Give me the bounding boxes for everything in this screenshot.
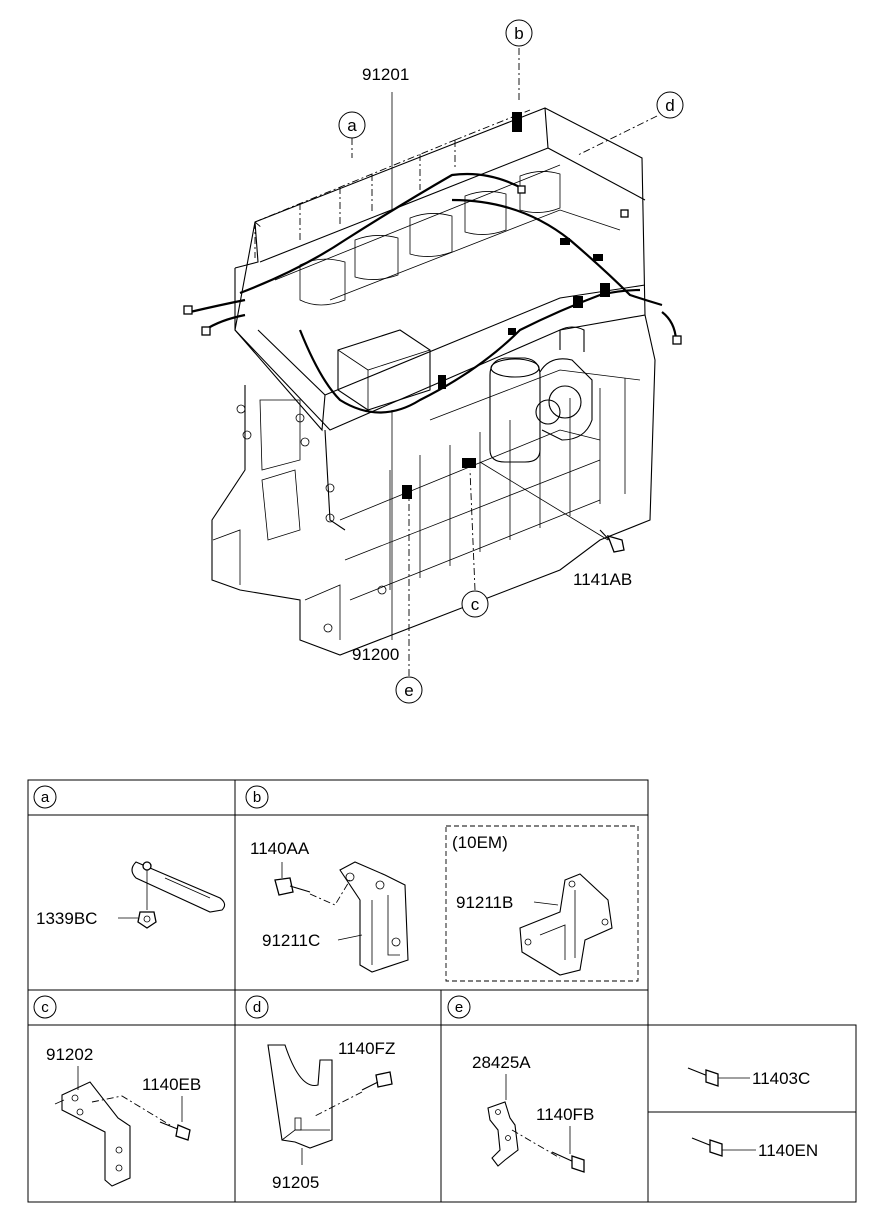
part-number-1141ab: 1141AB bbox=[573, 570, 632, 589]
panel-d-fork-bracket-icon bbox=[267, 1044, 333, 1149]
part-number-28425a: 28425A bbox=[472, 1053, 531, 1072]
svg-text:d: d bbox=[253, 999, 261, 1016]
panel-c-header: c bbox=[33, 995, 57, 1019]
panel-a-strap-icon bbox=[118, 861, 226, 929]
bolt-1140en-icon bbox=[691, 1137, 756, 1157]
detail-table bbox=[27, 779, 857, 1203]
part-number-91201: 91201 bbox=[362, 65, 409, 84]
bolt-1141ab-icon bbox=[599, 529, 625, 553]
panel-b-header: b bbox=[245, 785, 269, 809]
svg-text:e: e bbox=[404, 681, 413, 700]
panel-e-header: e bbox=[447, 995, 471, 1019]
panel-d-bolt-icon bbox=[361, 1071, 393, 1091]
part-number-11403c: 11403C bbox=[752, 1069, 810, 1088]
callout-lines bbox=[254, 48, 658, 676]
callout-c: c bbox=[461, 590, 489, 618]
part-number-91205: 91205 bbox=[272, 1173, 319, 1192]
part-number-1140aa: 1140AA bbox=[250, 839, 310, 858]
part-number-91211c: 91211C bbox=[262, 931, 320, 950]
svg-text:b: b bbox=[253, 789, 261, 806]
panel-e-bolt-icon bbox=[551, 1151, 585, 1173]
callout-b: b bbox=[505, 19, 533, 47]
svg-text:c: c bbox=[471, 595, 480, 614]
svg-text:a: a bbox=[41, 789, 50, 806]
part-number-1140eb: 1140EB bbox=[142, 1075, 201, 1094]
svg-text:e: e bbox=[455, 999, 463, 1016]
panel-b-bracket-icon bbox=[339, 861, 409, 973]
bolt-11403c-icon bbox=[687, 1067, 750, 1087]
svg-text:b: b bbox=[514, 24, 523, 43]
panel-b-bolt-icon bbox=[274, 862, 351, 906]
callout-e: e bbox=[395, 676, 423, 704]
callout-a: a bbox=[338, 111, 366, 139]
part-number-1339bc: 1339BC bbox=[36, 909, 97, 928]
panel-e-bracket-icon bbox=[487, 1101, 519, 1167]
svg-text:c: c bbox=[41, 999, 49, 1016]
part-number-91211b: 91211B bbox=[456, 893, 513, 912]
panel-d-header: d bbox=[245, 995, 269, 1019]
part-number-1140fb: 1140FB bbox=[536, 1105, 594, 1124]
variant-label-10em: (10EM) bbox=[452, 833, 508, 852]
callout-d: d bbox=[656, 91, 684, 119]
part-number-1140fz: 1140FZ bbox=[338, 1039, 395, 1058]
wiring-harness bbox=[183, 112, 682, 499]
part-number-1140en: 1140EN bbox=[758, 1141, 818, 1160]
panel-c-bracket-icon bbox=[54, 1081, 131, 1187]
part-number-91200: 91200 bbox=[352, 645, 399, 664]
part-number-91202: 91202 bbox=[46, 1045, 93, 1064]
engine-block bbox=[211, 107, 656, 656]
svg-text:a: a bbox=[347, 116, 357, 135]
panel-b-variant-bracket-icon bbox=[519, 873, 613, 976]
panel-a-header: a bbox=[33, 785, 57, 809]
svg-text:d: d bbox=[665, 96, 674, 115]
panel-c-bolt-icon bbox=[159, 1121, 191, 1141]
